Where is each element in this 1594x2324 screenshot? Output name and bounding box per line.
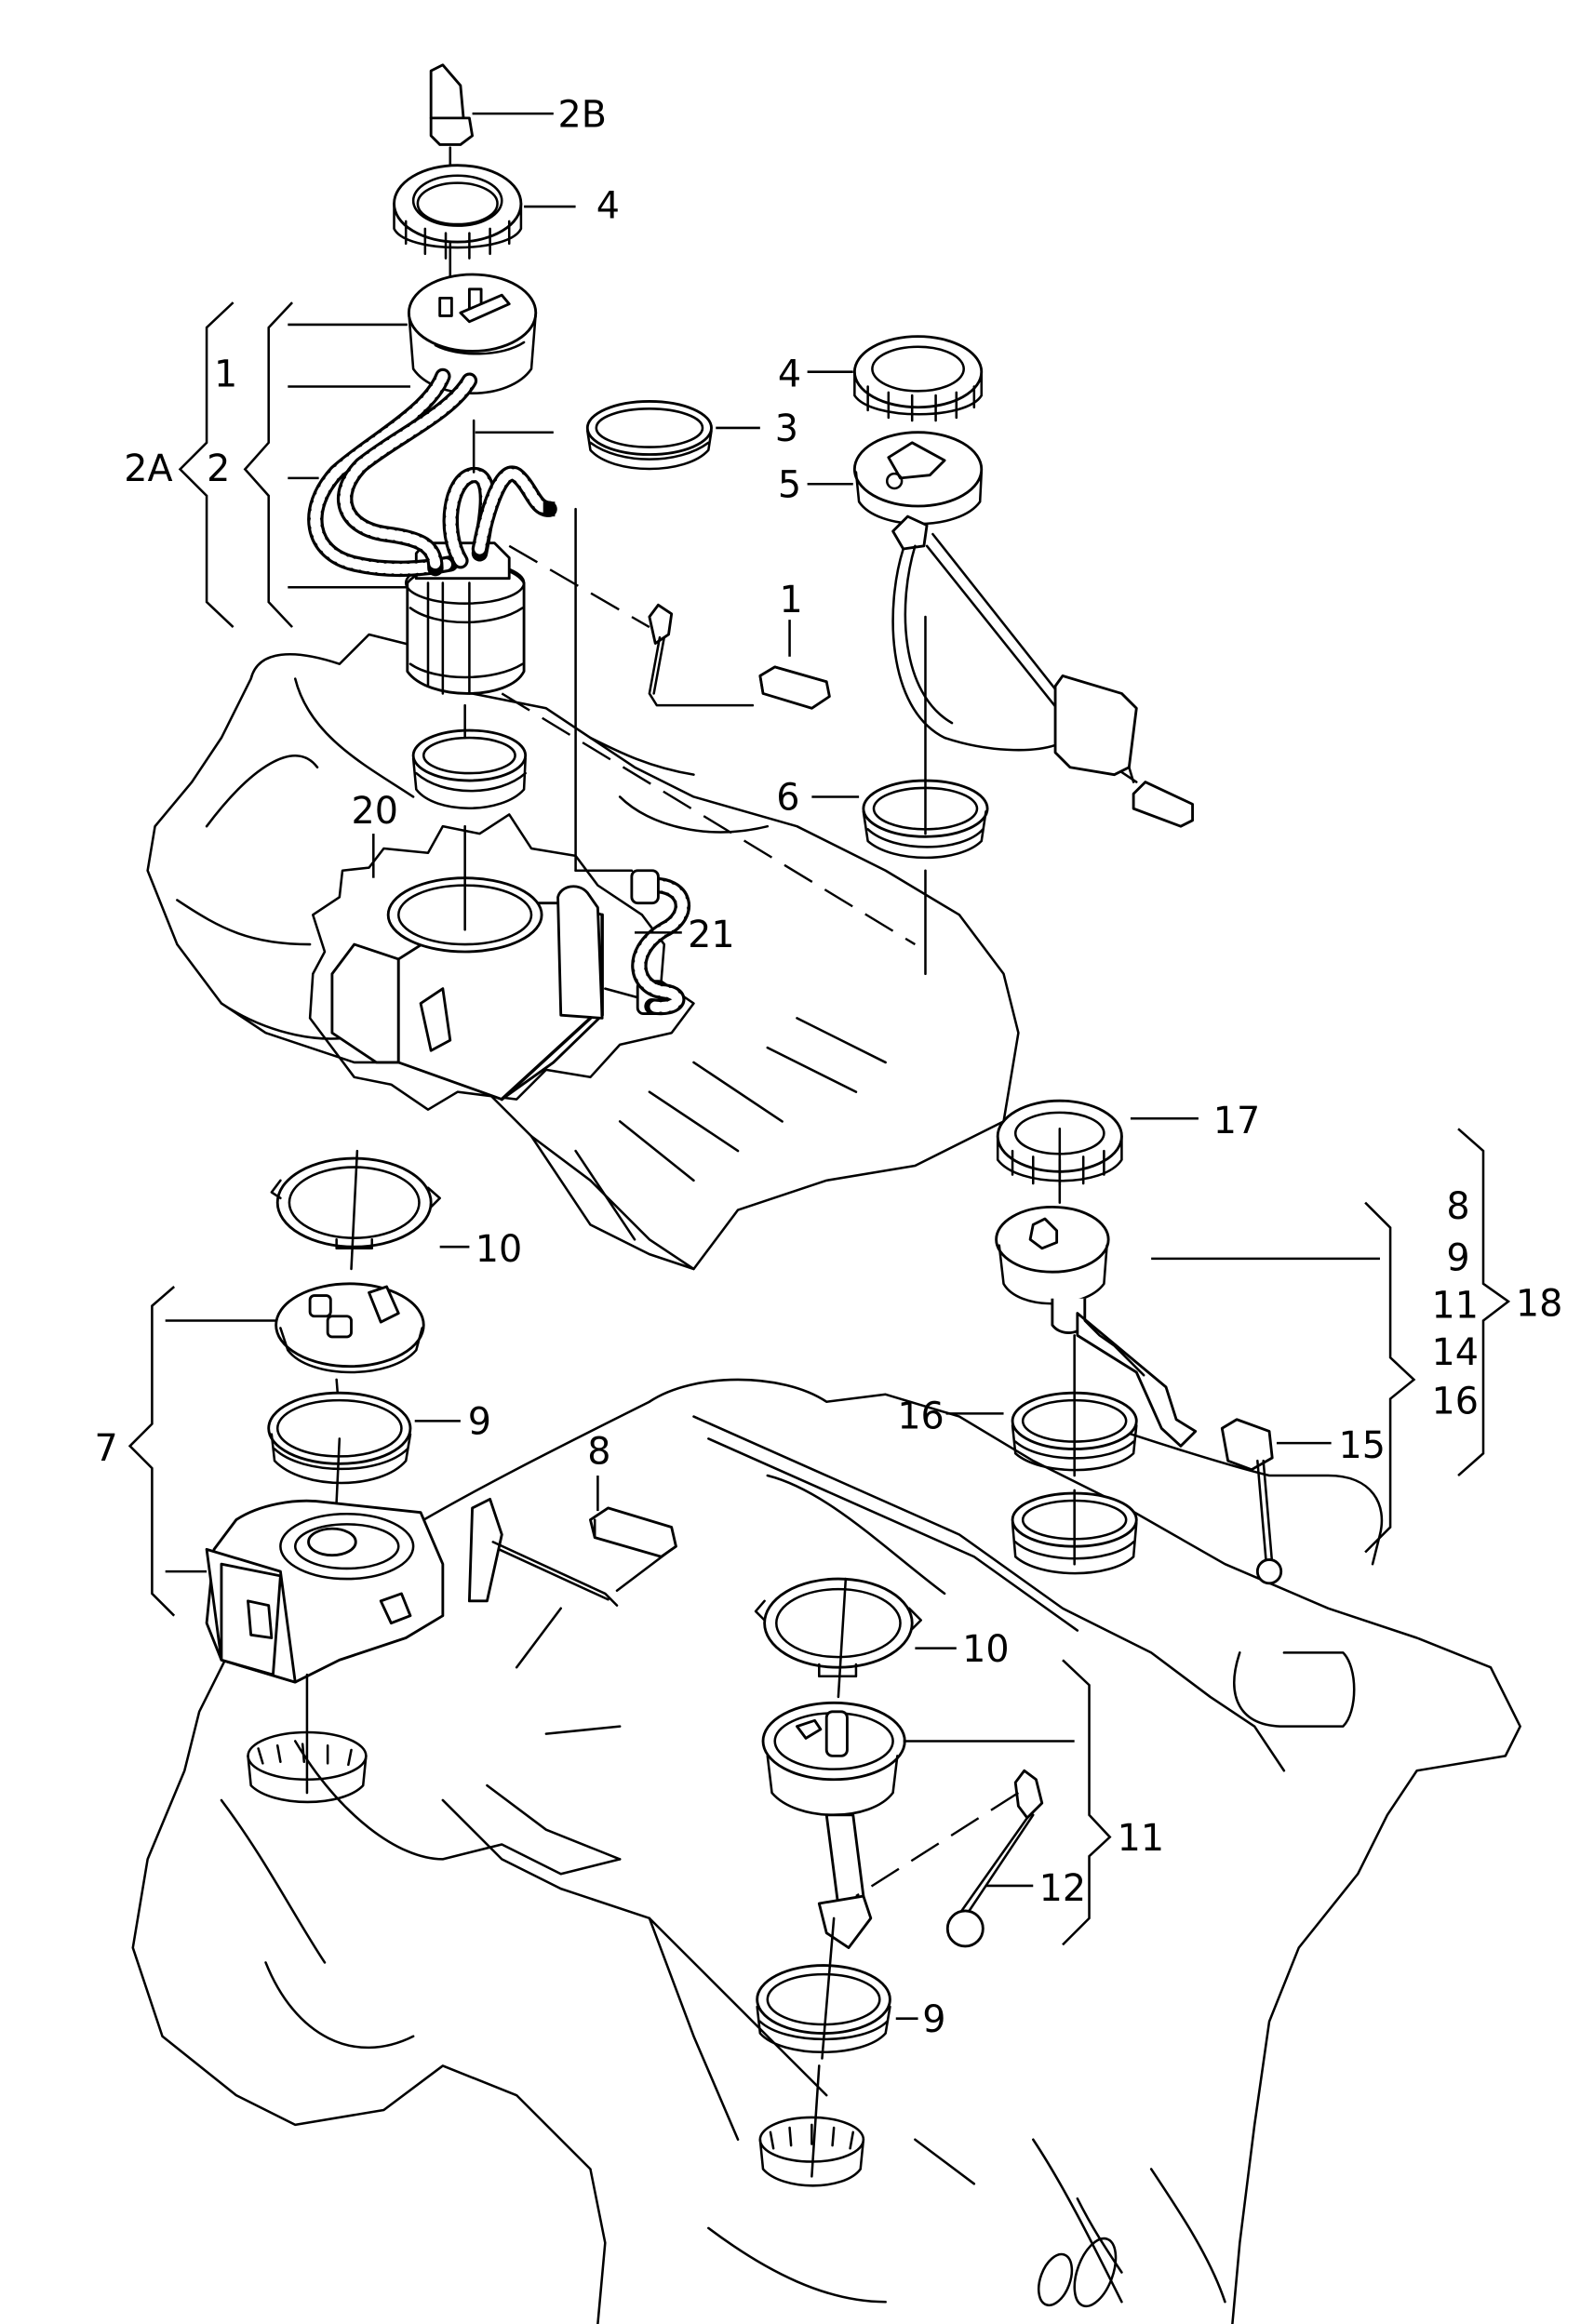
union-nut-right [852,335,984,422]
label-10-lower: 10 [962,1628,1009,1671]
hose-21 [630,869,690,1016]
tank-port-center [758,2064,865,2187]
gauge-sender-flange-5 [852,431,1194,828]
float-sender-15 [1220,1418,1283,1585]
label-9-lower: 9 [922,1998,945,2041]
label-14-list: 14 [1431,1331,1478,1374]
union-nut-left [393,164,523,260]
label-11-list: 11 [1431,1284,1478,1327]
label-12: 12 [1039,1867,1086,1910]
union-nut-17 [996,1099,1123,1204]
label-9-list: 9 [1446,1237,1469,1280]
float-arm-12 [855,1769,1044,1948]
label-2B: 2B [558,93,607,136]
label-8-list: 8 [1446,1185,1469,1228]
label-21: 21 [688,914,734,956]
callout-labels: 2B 4 1 2A 2 3 1 4 5 6 20 21 17 8 9 11 14… [95,93,1563,2041]
label-18: 18 [1516,1283,1562,1326]
bracket-14 [1151,1201,1416,1554]
label-16-list: 16 [1431,1380,1478,1422]
bracket-7 [127,1286,278,1617]
sender-flange-right-middle [995,1205,1198,1448]
seal-9-upper [267,1391,412,1566]
seal-3 [585,399,713,471]
bracket-2A [178,301,234,628]
label-2A: 2A [124,447,172,490]
seal-lower-left [411,728,528,810]
seal-9-lower [756,1917,891,2060]
retaining-ring-10-lower [754,1577,922,1699]
fuel-hoses-left [307,367,557,578]
label-11-bracket: 11 [1118,1817,1164,1860]
leader-lines [372,112,1332,2020]
tank-port-left [247,1673,368,1804]
label-10-upper: 10 [476,1228,522,1271]
lower-fuel-tank-outline [131,1378,1521,2324]
label-4-right: 4 [778,354,801,396]
label-9-upper: 9 [468,1401,491,1444]
tank-port-right [1011,1489,1138,1575]
label-2: 2 [207,447,230,490]
label-15: 15 [1339,1424,1386,1467]
label-3: 3 [775,407,798,450]
assembly-axis-lines [463,419,650,931]
connector-elbow [429,63,475,282]
bracket-2 [243,301,410,628]
label-4-left: 4 [596,185,620,228]
float-sender-8 [589,1506,677,1593]
label-16-seal: 16 [897,1395,944,1437]
label-1-bracket: 1 [214,354,237,396]
sender-flange-11 [761,1701,906,1949]
fuel-pump-housing-7 [205,1497,619,1684]
label-1-float: 1 [779,579,802,621]
label-8-float: 8 [587,1430,610,1473]
float-sender-1 [648,603,831,710]
retaining-ring-10-upper [270,1149,441,1271]
label-5: 5 [778,463,801,506]
seal-16 [1011,1334,1138,1477]
label-17: 17 [1213,1100,1260,1142]
label-6: 6 [776,777,799,820]
bracket-18 [1457,1128,1511,1476]
seal-6 [862,615,989,976]
upper-fuel-tank-outline [146,633,1020,1271]
pump-flange-7 [275,1282,425,1418]
sender-flange-left [407,273,538,394]
bracket-11 [903,1659,1112,1946]
label-7: 7 [95,1427,118,1470]
label-20: 20 [352,790,398,833]
